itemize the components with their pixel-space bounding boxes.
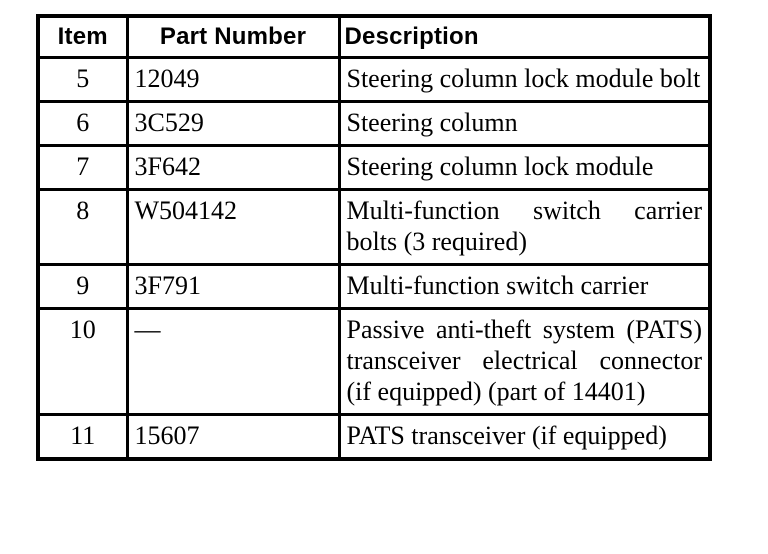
table-row: 11 15607 PATS transceiver (if equipped) [36, 413, 712, 461]
item-cell: 6 [36, 100, 129, 147]
column-header-part-number: Part Number [125, 14, 341, 59]
description-cell: Multi-function switch carrier [337, 263, 712, 310]
column-header-item: Item [36, 14, 129, 59]
description-cell: Passive anti-theft system (PATS) transce… [337, 307, 712, 416]
description-cell: Multi-function switch carrier bolts (3 r… [337, 188, 712, 266]
table-row: 5 12049 Steering column lock module bolt [36, 56, 712, 103]
parts-table-body: 5 12049 Steering column lock module bolt… [36, 56, 712, 461]
column-header-description: Description [337, 14, 712, 59]
part-number-cell: 3F791 [125, 263, 341, 310]
description-cell: Steering column lock module bolt [337, 56, 712, 103]
item-cell: 9 [36, 263, 129, 310]
part-number-cell: W504142 [125, 188, 341, 266]
part-number-cell: 3F642 [125, 144, 341, 191]
parts-table: Item Part Number Description 5 12049 Ste… [36, 14, 712, 461]
part-number-cell: 15607 [125, 413, 341, 461]
item-cell: 8 [36, 188, 129, 266]
part-number-cell: 3C529 [125, 100, 341, 147]
item-cell: 11 [36, 413, 129, 461]
description-cell: Steering column [337, 100, 712, 147]
table-row: 8 W504142 Multi-function switch carrier … [36, 188, 712, 266]
header-row: Item Part Number Description [36, 14, 712, 59]
part-number-cell: — [125, 307, 341, 416]
part-number-cell: 12049 [125, 56, 341, 103]
description-cell: PATS transceiver (if equipped) [337, 413, 712, 461]
parts-table-header: Item Part Number Description [36, 14, 712, 59]
item-cell: 7 [36, 144, 129, 191]
description-cell: Steering column lock module [337, 144, 712, 191]
table-row: 7 3F642 Steering column lock module [36, 144, 712, 191]
item-cell: 5 [36, 56, 129, 103]
item-cell: 10 [36, 307, 129, 416]
table-row: 10 — Passive anti-theft system (PATS) tr… [36, 307, 712, 416]
table-row: 6 3C529 Steering column [36, 100, 712, 147]
table-row: 9 3F791 Multi-function switch carrier [36, 263, 712, 310]
